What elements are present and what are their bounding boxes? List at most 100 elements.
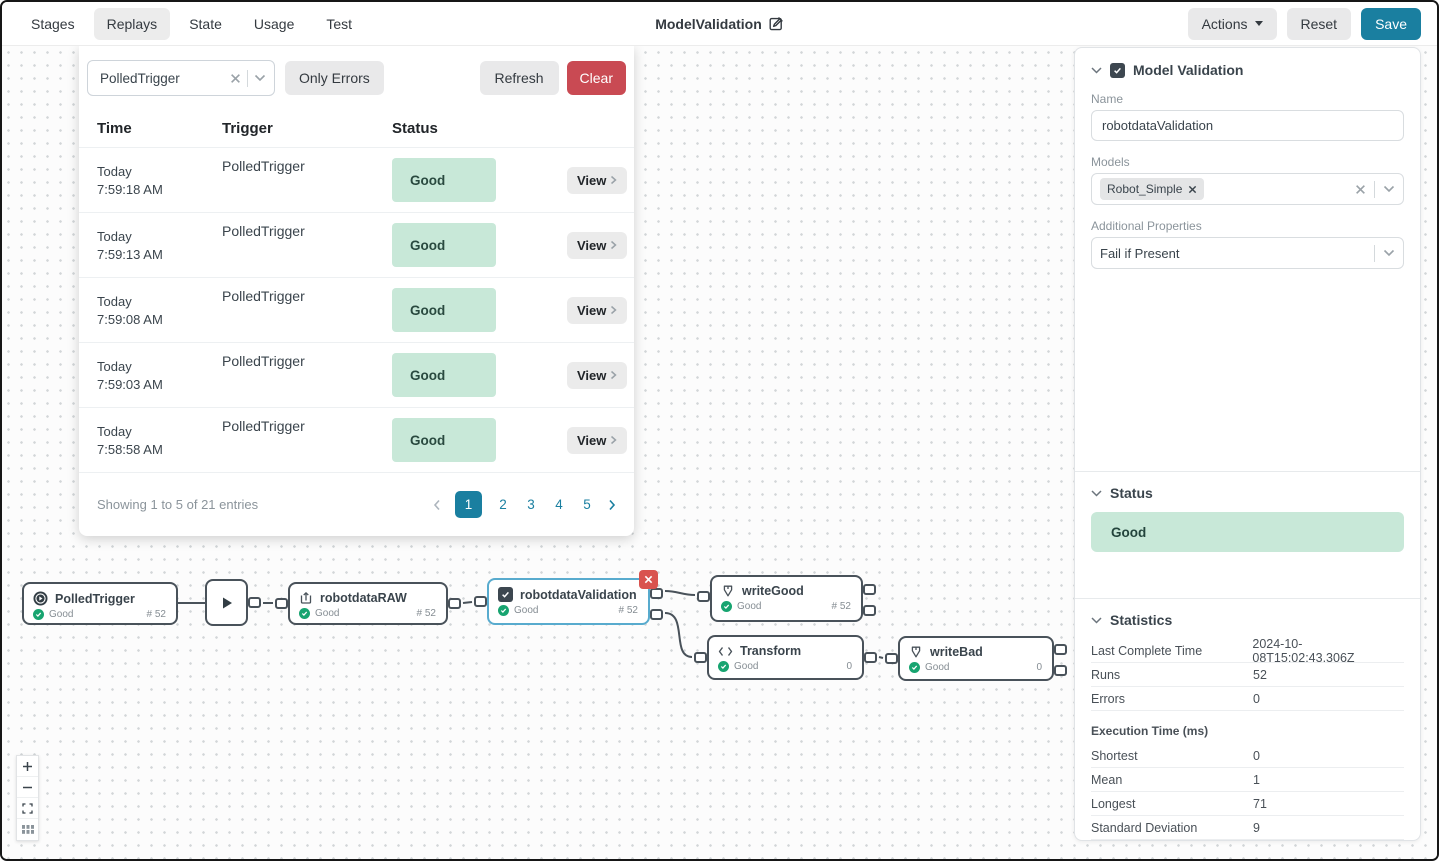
tab-usage[interactable]: Usage: [253, 15, 295, 32]
input-port[interactable]: [474, 596, 487, 607]
input-port[interactable]: [885, 653, 898, 664]
node-polledtrigger[interactable]: PolledTrigger Good # 52: [22, 582, 178, 625]
fit-view-button[interactable]: [17, 798, 38, 819]
stat-value: 71: [1253, 796, 1267, 811]
node-close-icon[interactable]: [639, 570, 658, 589]
tab-state[interactable]: State: [189, 15, 222, 32]
stat-label: Shortest: [1091, 748, 1138, 763]
zoom-in-button[interactable]: [17, 756, 38, 777]
actions-button[interactable]: Actions: [1187, 7, 1277, 40]
node-head: Transform: [709, 637, 862, 660]
clear-button[interactable]: Clear: [566, 61, 626, 95]
replay-time: Today 7:59:03 AM: [97, 359, 222, 392]
status-section-header: Status: [1091, 485, 1404, 501]
grid-toggle-button[interactable]: [17, 819, 38, 840]
replay-time: Today 7:59:18 AM: [97, 164, 222, 197]
node-transform[interactable]: Transform Good 0: [694, 635, 877, 680]
view-button[interactable]: View: [567, 231, 628, 259]
fit-view-icon: [22, 802, 33, 814]
page-3[interactable]: 3: [527, 497, 535, 512]
previous-page-icon[interactable]: [433, 499, 441, 511]
input-port[interactable]: [694, 652, 707, 663]
column-header-trigger: Trigger: [222, 120, 273, 137]
trigger-filter-select[interactable]: PolledTrigger: [87, 60, 275, 96]
stat-value: 2024-10-08T15:02:43.306Z: [1252, 636, 1355, 665]
node-foot: Good # 52: [489, 604, 648, 622]
output-port-top[interactable]: [863, 584, 876, 595]
replay-time: Today 7:58:58 AM: [97, 424, 222, 457]
output-port[interactable]: [864, 652, 877, 663]
replay-timestamp: 7:59:08 AM: [97, 311, 163, 327]
input-port[interactable]: [275, 598, 288, 609]
output-port-top[interactable]: [1054, 644, 1067, 655]
additional-properties-select[interactable]: Fail if Present: [1091, 237, 1404, 269]
stat-value: 1: [1253, 772, 1260, 787]
node-robotdataraw[interactable]: robotdataRAW Good # 52: [275, 582, 461, 625]
chevron-down-icon[interactable]: [1383, 249, 1395, 257]
page-4[interactable]: 4: [555, 497, 563, 512]
stat-label: Runs: [1091, 667, 1121, 682]
main-tabs: Stages Replays State Usage Test: [2, 7, 365, 40]
replays-table-header: Time Trigger Status: [79, 108, 634, 147]
edit-title-icon[interactable]: [769, 16, 784, 31]
collapse-chevron-icon[interactable]: [1091, 66, 1102, 74]
node-writegood[interactable]: writeGood Good # 52: [697, 575, 876, 622]
page-5[interactable]: 5: [583, 497, 591, 512]
collapse-chevron-icon[interactable]: [1091, 489, 1102, 497]
view-button[interactable]: View: [567, 361, 628, 389]
view-button[interactable]: View: [567, 296, 628, 324]
stage-enabled-checkbox[interactable]: [1110, 62, 1125, 78]
view-button[interactable]: View: [567, 426, 628, 454]
entries-summary: Showing 1 to 5 of 21 entries: [97, 497, 259, 512]
view-button[interactable]: View: [567, 166, 628, 194]
output-port[interactable]: [448, 598, 461, 609]
node-head: PolledTrigger: [24, 584, 176, 608]
top-bar: Stages Replays State Usage Test ModelVal…: [2, 2, 1437, 46]
stat-value: 9: [1253, 820, 1260, 835]
zoom-out-button[interactable]: [17, 777, 38, 798]
name-input[interactable]: [1091, 110, 1404, 141]
node-writebad[interactable]: writeBad Good 0: [885, 636, 1067, 681]
clear-filter-x-icon[interactable]: [230, 73, 241, 84]
status-badge: Good: [392, 353, 496, 397]
collapse-chevron-icon[interactable]: [1091, 616, 1102, 624]
output-port-bottom[interactable]: [1054, 665, 1067, 676]
page-1[interactable]: 1: [455, 491, 482, 518]
remove-model-x-icon[interactable]: [1188, 185, 1197, 194]
reset-button[interactable]: Reset: [1286, 7, 1352, 40]
additional-properties-value: Fail if Present: [1100, 245, 1180, 261]
input-port[interactable]: [697, 591, 710, 602]
chevron-down-icon[interactable]: [1383, 185, 1395, 193]
save-button[interactable]: Save: [1361, 7, 1421, 40]
node-head: writeGood: [712, 577, 861, 600]
refresh-button[interactable]: Refresh: [479, 61, 559, 95]
replay-timestamp: 7:59:18 AM: [97, 181, 163, 197]
output-port[interactable]: [248, 597, 261, 608]
node-foot: Good # 52: [712, 600, 861, 618]
view-button-label: View: [577, 172, 607, 188]
stat-row: Shortest 0: [1091, 744, 1404, 768]
next-page-icon[interactable]: [608, 499, 616, 511]
output-port-top[interactable]: [650, 588, 663, 599]
tab-stages[interactable]: Stages: [31, 15, 75, 32]
status-section-title: Status: [1110, 485, 1153, 501]
execution-time-title: Execution Time (ms): [1091, 724, 1209, 738]
node-status: Good: [925, 662, 950, 673]
output-port-bottom[interactable]: [650, 609, 663, 620]
output-port-bottom[interactable]: [863, 605, 876, 616]
only-errors-button[interactable]: Only Errors: [285, 61, 384, 95]
view-button-label: View: [577, 302, 607, 318]
column-header-actions: [567, 120, 634, 137]
node-run-trigger[interactable]: [205, 579, 261, 626]
pipeline-canvas[interactable]: PolledTrigger Good # 52 robotdataR: [2, 46, 1437, 859]
page-2[interactable]: 2: [499, 497, 507, 512]
replay-day: Today: [97, 293, 132, 309]
clear-models-x-icon[interactable]: [1355, 184, 1366, 195]
tab-test[interactable]: Test: [326, 15, 353, 32]
models-multiselect[interactable]: Robot_Simple: [1091, 173, 1404, 205]
node-label: writeGood: [742, 584, 804, 598]
node-status: Good: [315, 608, 340, 619]
tab-replays[interactable]: Replays: [93, 7, 171, 40]
chevron-down-icon[interactable]: [254, 74, 266, 82]
node-robotdatavalidation[interactable]: robotdataValidation Good # 52: [474, 570, 663, 625]
